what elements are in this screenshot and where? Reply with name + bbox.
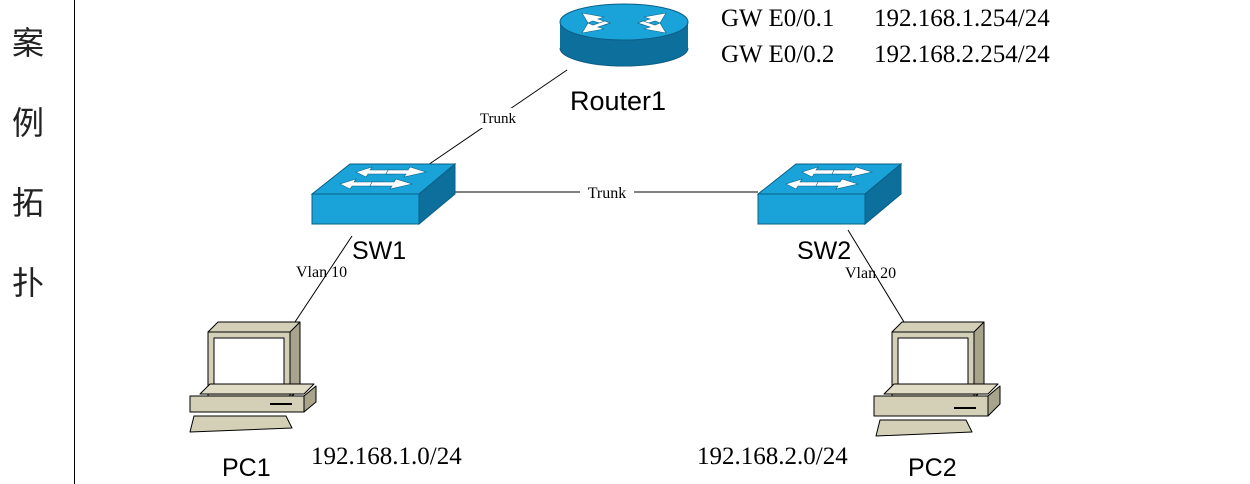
- link-label-sw2-pc2: Vlan 20: [845, 265, 896, 282]
- gateway-address: 192.168.1.254/24: [874, 5, 1050, 32]
- link-sw1-pc1: [292, 235, 353, 326]
- pc-icon: [873, 321, 1001, 437]
- router-label: Router1: [570, 86, 666, 116]
- gateway-address: 192.168.2.254/24: [874, 41, 1050, 68]
- pc-icon: [189, 321, 317, 433]
- gateway-label: GW E0/0.2: [721, 41, 834, 68]
- switch-icon: [310, 162, 457, 226]
- side-title-char: 拓: [11, 184, 44, 222]
- pc2-subnet: 192.168.2.0/24: [697, 443, 848, 470]
- side-title-char: 扑: [11, 264, 44, 302]
- gateway-label: GW E0/0.1: [721, 5, 834, 32]
- link-label-router-sw1: Trunk: [480, 111, 517, 127]
- side-title-char: 例: [11, 104, 44, 142]
- side-title-char: 案: [11, 24, 44, 62]
- switch-icon: [756, 162, 903, 226]
- pc1-subnet: 192.168.1.0/24: [311, 443, 462, 470]
- link-sw2-pc2: [847, 229, 905, 323]
- pc1-label: PC1: [222, 454, 271, 482]
- router-icon: [559, 3, 689, 67]
- link-label-sw1-sw2: Trunk: [588, 185, 627, 202]
- pc2-label: PC2: [908, 454, 957, 482]
- link-label-sw1-pc1: Vlan 10: [296, 264, 347, 281]
- sw1-label: SW1: [352, 237, 406, 265]
- sw2-label: SW2: [797, 237, 851, 265]
- side-title-column: 案 例 拓 扑: [0, 0, 75, 484]
